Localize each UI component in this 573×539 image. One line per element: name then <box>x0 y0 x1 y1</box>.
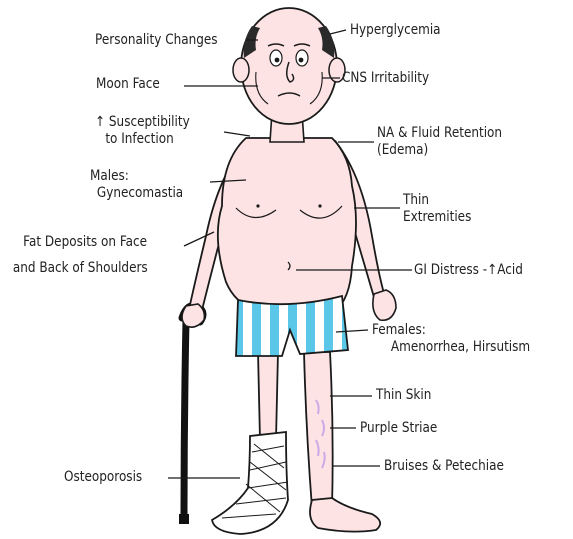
label-gi-distress: GI Distress -↑Acid <box>414 262 523 279</box>
right-hand <box>373 290 396 320</box>
label-males-line2: Gynecomastia <box>90 185 183 202</box>
label-fluid-retention-line1: NA & Fluid Retention <box>377 125 502 142</box>
label-thin-extremities-line1: Thin <box>403 192 471 209</box>
label-osteoporosis: Osteoporosis <box>64 469 142 486</box>
label-fluid-retention-line2: (Edema) <box>377 142 502 159</box>
torso <box>218 138 356 312</box>
cane <box>179 306 203 524</box>
label-fluid-retention: NA & Fluid Retention (Edema) <box>377 125 502 159</box>
label-females: Females: Amenorrhea, Hirsutism <box>372 322 530 356</box>
label-fat-deposits: Fat Deposits on Face and Back of Shoulde… <box>18 234 148 277</box>
label-susceptibility: ↑ Susceptibility to Infection <box>95 114 190 148</box>
label-males-line1: Males: <box>90 168 183 185</box>
label-susceptibility-line1: ↑ Susceptibility <box>95 114 190 131</box>
label-hyperglycemia: Hyperglycemia <box>350 22 441 39</box>
label-thin-skin: Thin Skin <box>376 387 431 404</box>
label-fat-deposits-line2: and Back of Shoulders <box>13 260 148 277</box>
label-purple-striae: Purple Striae <box>360 420 437 437</box>
right-foot <box>310 498 380 532</box>
label-bruises: Bruises & Petechiae <box>384 458 504 475</box>
label-females-line2: Amenorrhea, Hirsutism <box>372 339 530 356</box>
label-females-line1: Females: <box>372 322 530 339</box>
leg-cast <box>212 432 288 534</box>
label-thin-extremities: Thin Extremities <box>403 192 471 226</box>
left-leg <box>258 352 278 440</box>
label-cns-irritability: CNS Irritability <box>342 70 429 87</box>
label-fat-deposits-line1: Fat Deposits on Face <box>18 234 148 251</box>
left-hand <box>182 304 204 327</box>
right-leg <box>304 352 333 508</box>
label-males: Males: Gynecomastia <box>90 168 183 202</box>
label-susceptibility-line2: to Infection <box>95 131 190 148</box>
label-personality-changes: Personality Changes <box>95 32 218 49</box>
shorts <box>236 296 348 356</box>
label-moon-face: Moon Face <box>96 76 160 93</box>
label-thin-extremities-line2: Extremities <box>403 209 471 226</box>
head <box>241 8 337 124</box>
